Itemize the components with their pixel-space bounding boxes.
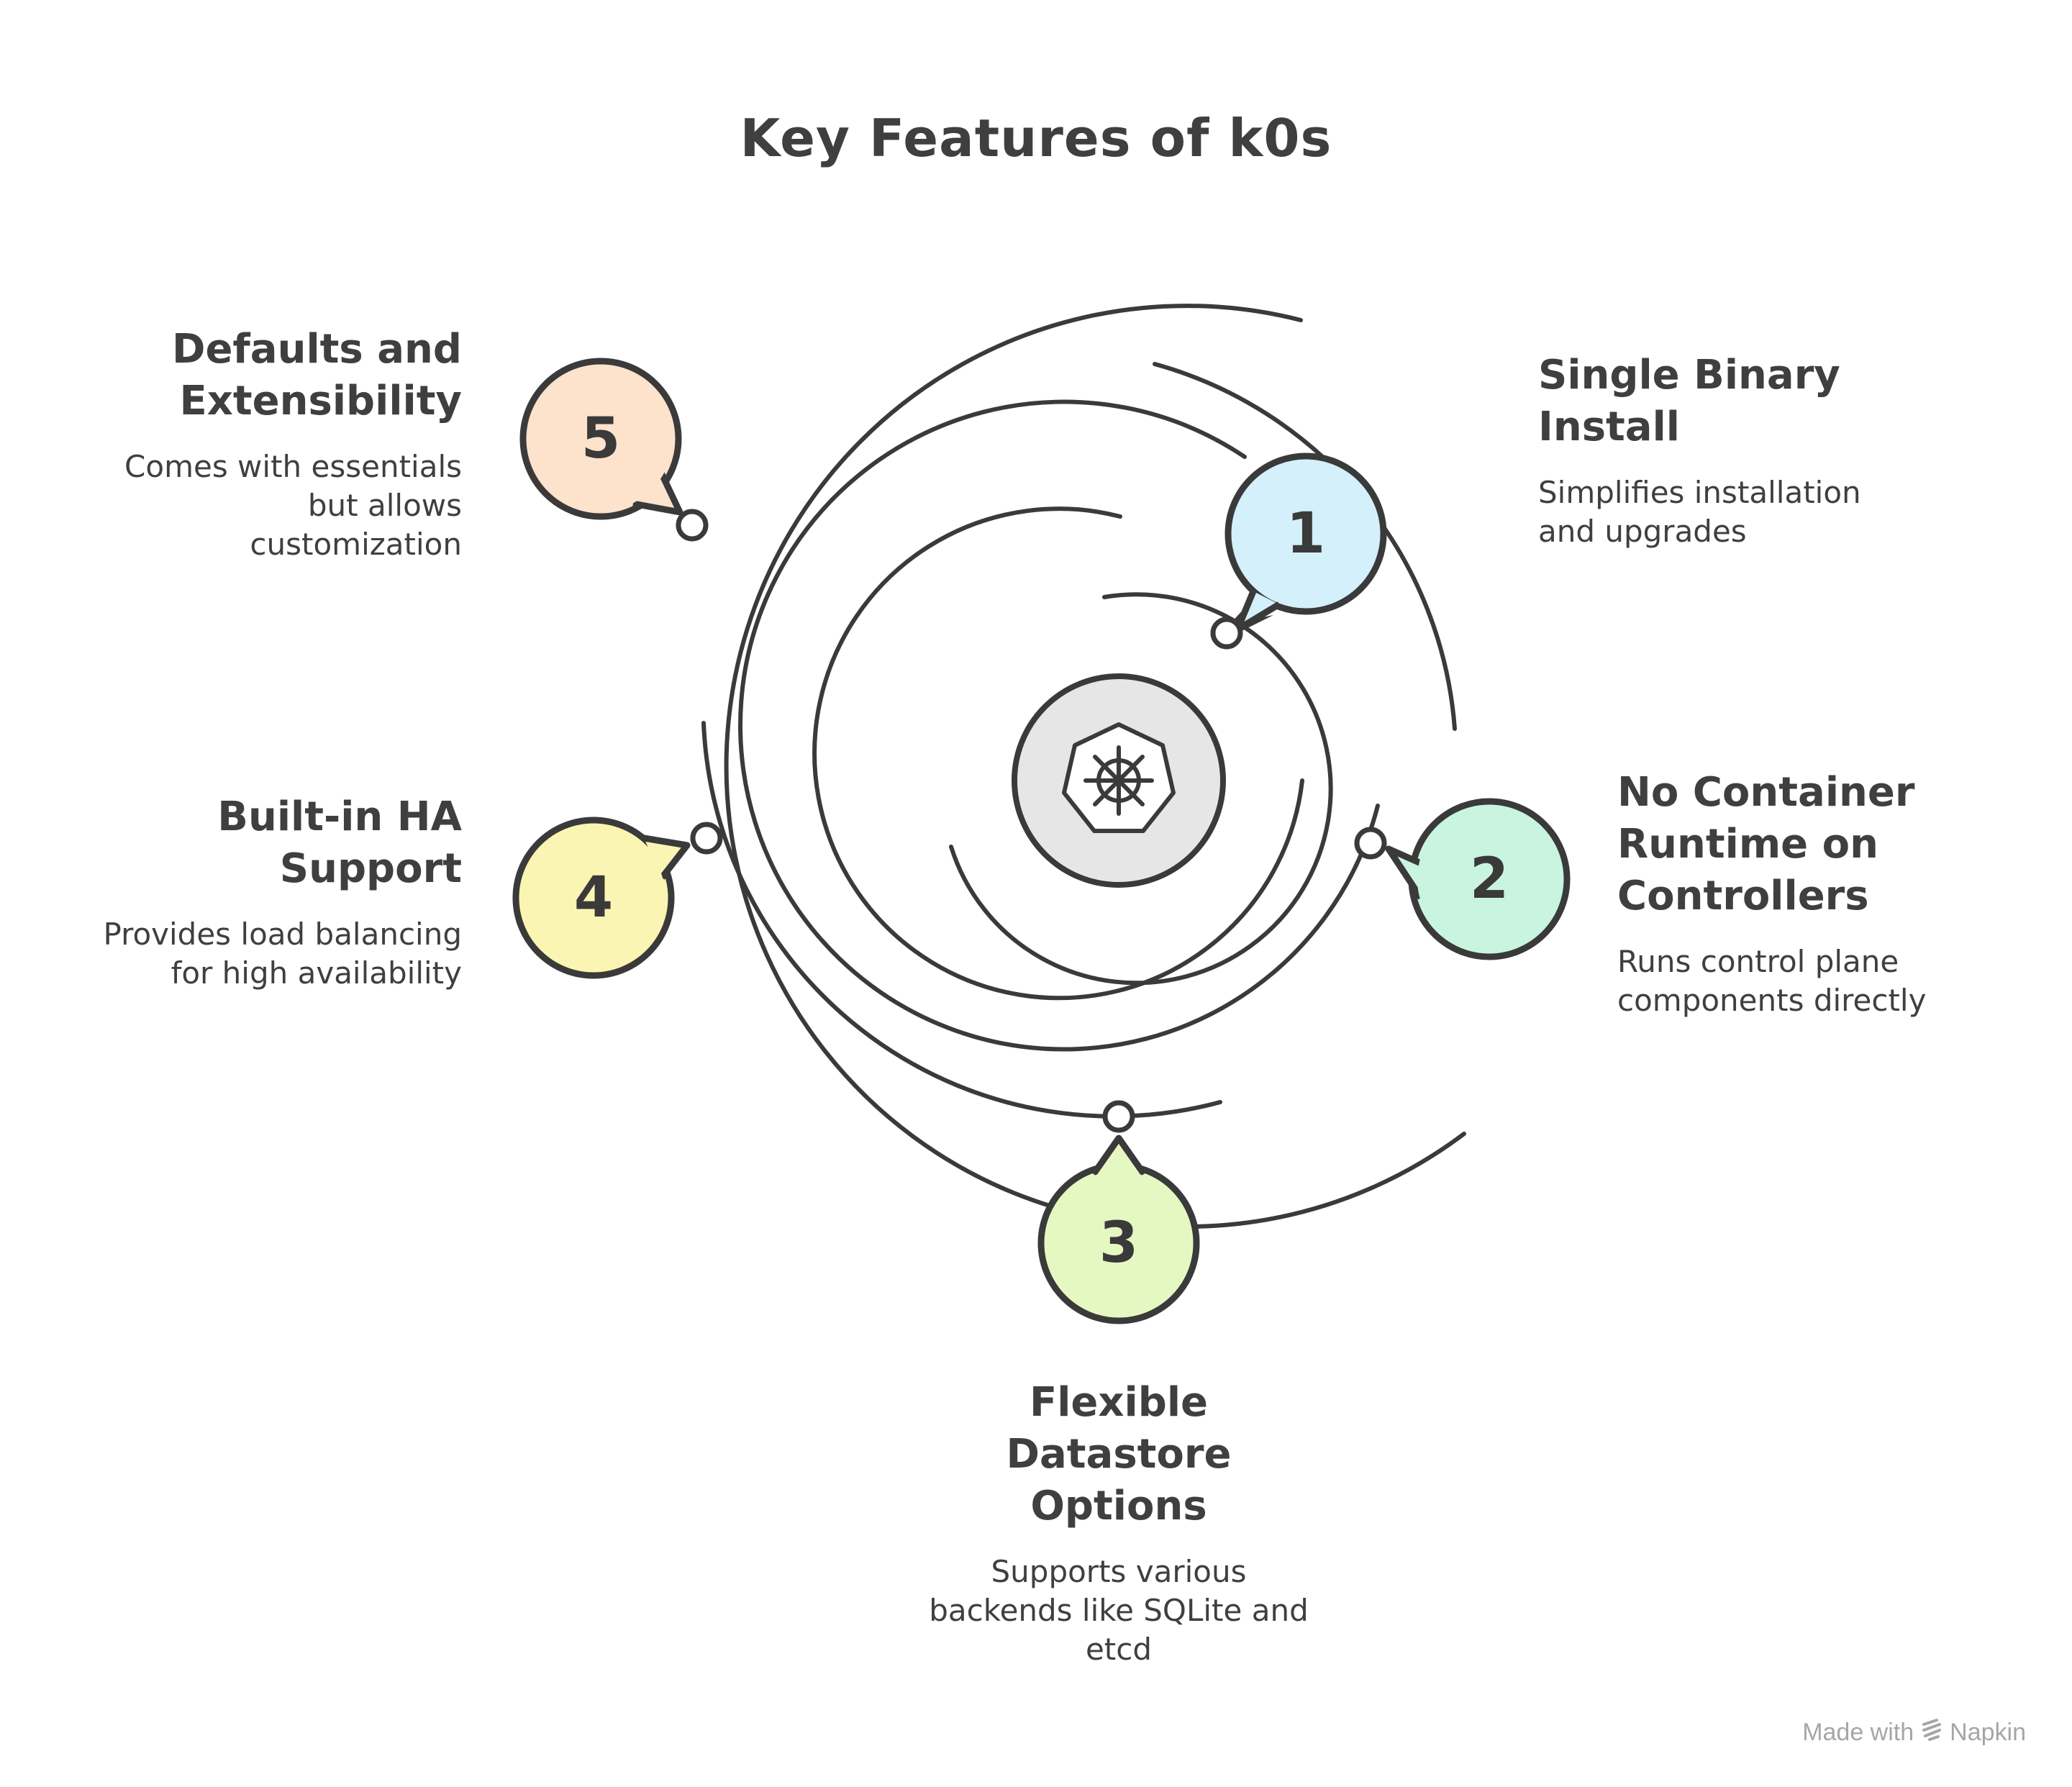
connector-dot-5	[676, 509, 709, 542]
feature-3-heading-line: Options	[1030, 1483, 1207, 1529]
feature-2-heading: No Container Runtime on Controllers	[1617, 767, 2020, 922]
feature-badge-3: 3	[1037, 1100, 1200, 1324]
feature-5-heading-line: Extensibility	[179, 378, 462, 424]
connector-dot-1	[1210, 617, 1243, 650]
feature-2-desc-line: components directly	[1617, 983, 1927, 1018]
napkin-brand-label: Napkin	[1950, 1719, 2026, 1746]
feature-5-desc-line: Comes with essentials	[124, 449, 462, 484]
feature-2: No Container Runtime on Controllers Runs…	[1617, 767, 2020, 1020]
feature-3-desc-line: Supports various	[991, 1554, 1247, 1589]
feature-5-heading-line: Defaults and	[171, 326, 462, 373]
feature-3-description: Supports various backends like SQLite an…	[896, 1552, 1342, 1669]
feature-1-description: Simplifies installation and upgrades	[1538, 473, 1941, 551]
feature-3-heading: Flexible Datastore Options	[896, 1377, 1342, 1532]
feature-badge-2: 2	[1354, 798, 1571, 960]
feature-badge-5: 5	[519, 358, 709, 542]
feature-4-desc-line: Provides load balancing	[103, 917, 462, 952]
badge-number-3: 3	[1099, 1211, 1138, 1276]
feature-5-heading: Defaults and Extensibility	[59, 324, 462, 427]
kubernetes-helm-icon	[1062, 722, 1176, 833]
feature-5: Defaults and Extensibility Comes with es…	[59, 324, 462, 564]
feature-2-heading-line: No Container	[1617, 769, 1915, 816]
feature-4-description: Provides load balancing for high availab…	[59, 915, 462, 993]
feature-1-heading-line: Install	[1538, 404, 1680, 450]
orbit-ring-3	[738, 399, 1380, 1052]
feature-1-heading-line: Single Binary	[1538, 352, 1840, 399]
feature-4: Built-in HA Support Provides load balanc…	[59, 791, 462, 993]
feature-2-description: Runs control plane components directly	[1617, 942, 2020, 1020]
feature-3: Flexible Datastore Options Supports vari…	[896, 1377, 1342, 1669]
feature-2-desc-line: Runs control plane	[1617, 944, 1899, 979]
diagram-title: Key Features of k0s	[740, 108, 1332, 168]
feature-3-heading-line: Flexible	[1029, 1379, 1208, 1426]
feature-3-desc-line: etcd	[1085, 1632, 1153, 1667]
badge-number-4: 4	[574, 865, 613, 930]
feature-4-heading: Built-in HA Support	[59, 791, 462, 895]
feature-5-description: Comes with essentials but allows customi…	[59, 447, 462, 564]
orbit-ring-2	[812, 506, 1304, 1001]
connector-dot-3	[1102, 1100, 1135, 1133]
feature-2-heading-line: Controllers	[1617, 873, 1869, 919]
feature-4-desc-line: for high availability	[171, 955, 462, 991]
feature-2-heading-line: Runtime on	[1617, 821, 1878, 868]
feature-5-desc-line: customization	[250, 527, 462, 562]
made-with-napkin-footer[interactable]: Made with Napkin	[1802, 1717, 2026, 1748]
feature-badge-1: 1	[1210, 453, 1387, 650]
napkin-logo-icon	[1921, 1717, 1942, 1748]
feature-3-heading-line: Datastore	[1006, 1431, 1232, 1478]
badge-number-5: 5	[581, 406, 620, 471]
feature-1-desc-line: Simplifies installation	[1538, 475, 1861, 510]
feature-badge-4: 4	[512, 817, 723, 979]
feature-1: Single Binary Install Simplifies install…	[1538, 350, 1941, 551]
feature-1-heading: Single Binary Install	[1538, 350, 1941, 453]
feature-5-desc-line: but allows	[307, 488, 462, 523]
made-with-label: Made with	[1802, 1719, 1914, 1746]
feature-1-desc-line: and upgrades	[1538, 514, 1747, 549]
badge-number-2: 2	[1470, 847, 1509, 911]
center-hub	[1012, 673, 1226, 888]
feature-3-desc-line: backends like SQLite and	[929, 1593, 1309, 1628]
badge-number-1: 1	[1286, 501, 1325, 566]
feature-4-heading-line: Built-in HA	[217, 794, 462, 840]
connector-dot-2	[1354, 827, 1387, 860]
connector-dot-4	[690, 822, 723, 855]
feature-4-heading-line: Support	[279, 845, 462, 892]
